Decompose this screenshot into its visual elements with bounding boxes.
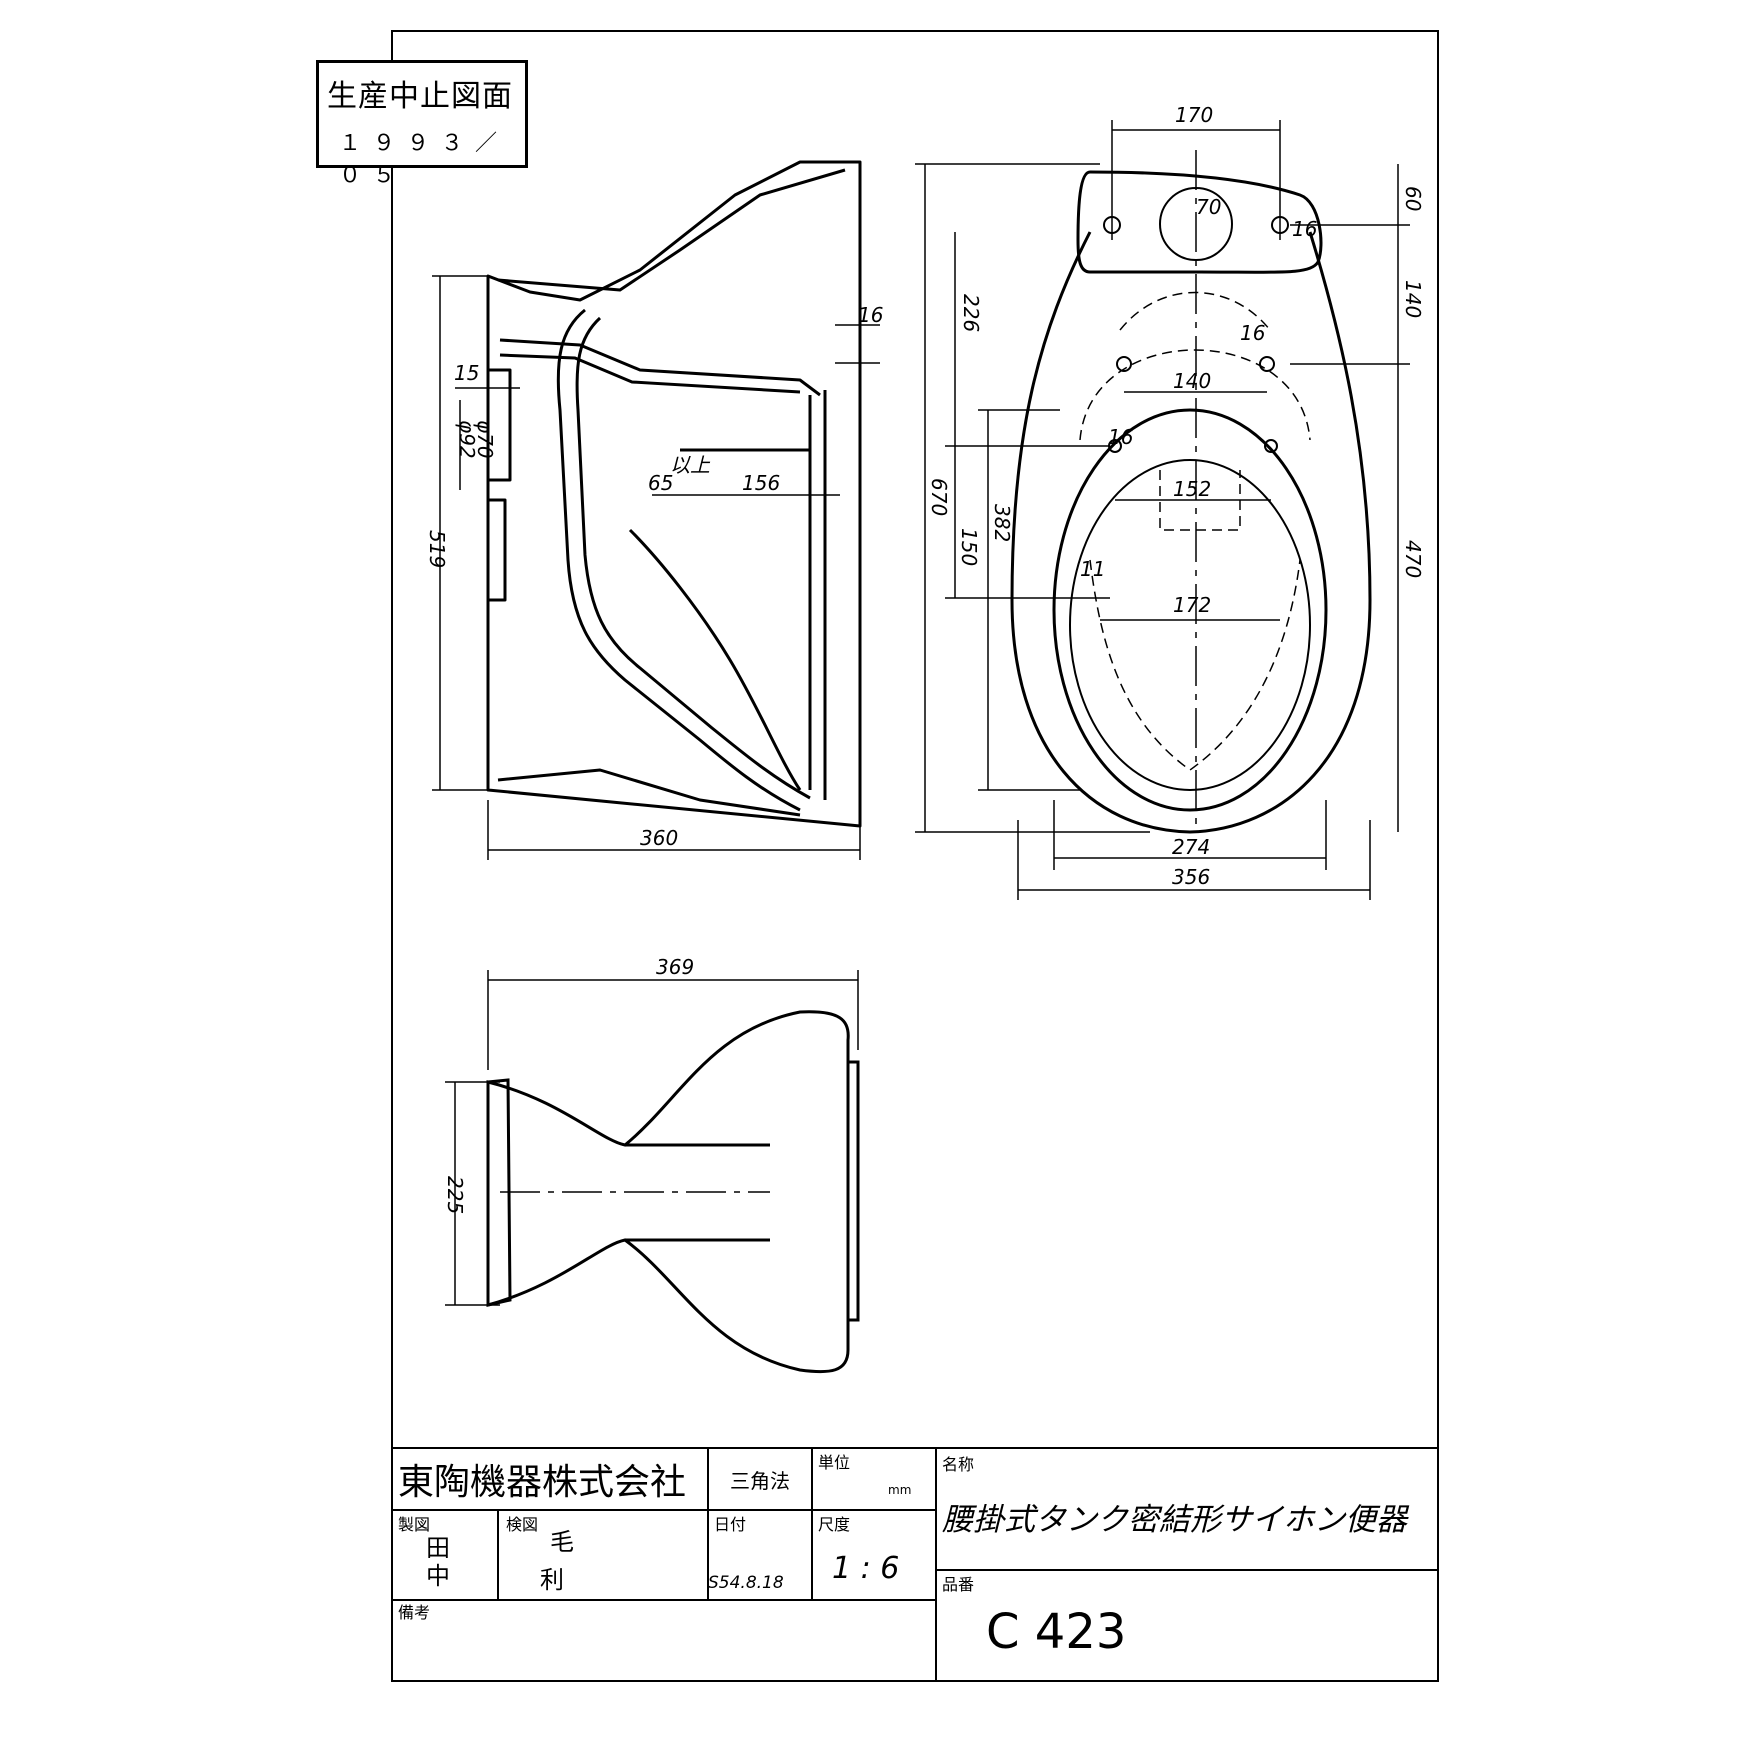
dim-side-16: 16 (858, 303, 883, 327)
dim-top-hole16: 16 (1292, 217, 1317, 241)
title-block-lines (391, 1447, 1439, 1682)
dim-side-ijou: 以上 (670, 453, 711, 477)
product-name: 腰掛式タンク密結形サイホン便器 (942, 1502, 1410, 1538)
dim-top-140-right: 140 (1401, 280, 1425, 318)
dim-top-226: 226 (959, 294, 983, 332)
remarks-label: 備考 (398, 1603, 430, 1622)
dim-top-150: 150 (957, 528, 981, 566)
dim-side-156: 156 (742, 471, 780, 495)
scale-value: 1 : 6 (832, 1551, 899, 1586)
dim-side-height: 519 (425, 530, 449, 568)
dim-front-369: 369 (656, 955, 694, 979)
dim-top-hole-11: 11 (1080, 557, 1105, 581)
dim-front-225: 225 (443, 1176, 467, 1214)
side-section-view (486, 160, 862, 828)
dim-side-width: 360 (640, 826, 678, 850)
stamp-title: 生産中止図面 (327, 79, 513, 114)
dim-top-172: 172 (1173, 593, 1211, 617)
drawn-name-1: 田 (426, 1534, 450, 1562)
sheet-border (391, 30, 1439, 1682)
dim-top-670: 670 (927, 478, 951, 516)
unit-label: 単位 (818, 1453, 850, 1472)
top-view-dashed-contours (1079, 291, 1311, 771)
top-view-dimension-lines (915, 120, 1410, 900)
date-label: 日付 (714, 1515, 746, 1534)
stamp-date: １９９３／０５ (339, 131, 510, 188)
projection-label: 三角法 (730, 1469, 790, 1493)
front-view-dimension-lines (445, 970, 859, 1306)
checked-name-2: 利 (540, 1566, 564, 1594)
dim-side-phi70: φ70 (473, 420, 497, 459)
checked-name-1: 毛 (550, 1528, 574, 1556)
dim-side-15: 15 (454, 361, 479, 385)
dim-top-152: 152 (1173, 477, 1211, 501)
dim-top-hole70: 70 (1196, 195, 1221, 219)
scale-label: 尺度 (818, 1515, 850, 1534)
drawn-name-2: 中 (426, 1562, 450, 1590)
dim-top-470: 470 (1401, 540, 1425, 578)
dim-side-phi92: φ92 (455, 420, 479, 459)
dim-top-274: 274 (1172, 835, 1210, 859)
dim-top-356: 356 (1172, 865, 1210, 889)
date-value: S54.8.18 (708, 1573, 784, 1593)
dim-top-hole-16b: 16 (1108, 425, 1133, 449)
dim-top-170: 170 (1175, 103, 1213, 127)
dim-side-65: 65 (648, 471, 673, 495)
unit-value: mm (888, 1483, 911, 1497)
dim-top-60: 60 (1401, 186, 1425, 211)
dim-top-hole-16: 16 (1240, 321, 1265, 345)
company-name: 東陶機器株式会社 (398, 1462, 686, 1503)
checked-label: 検図 (506, 1515, 538, 1534)
front-view (486, 1010, 860, 1374)
top-plan-view (1010, 170, 1372, 834)
discontinued-stamp: 生産中止図面 １９９３／０５ (316, 60, 528, 188)
dim-top-140: 140 (1173, 369, 1211, 393)
dim-top-382: 382 (990, 504, 1014, 542)
part-no-label: 品番 (942, 1575, 974, 1594)
side-view-dimension-lines (432, 275, 880, 860)
name-label: 名称 (942, 1455, 974, 1474)
drawn-label: 製図 (398, 1515, 430, 1534)
part-no: C 423 (986, 1604, 1126, 1660)
